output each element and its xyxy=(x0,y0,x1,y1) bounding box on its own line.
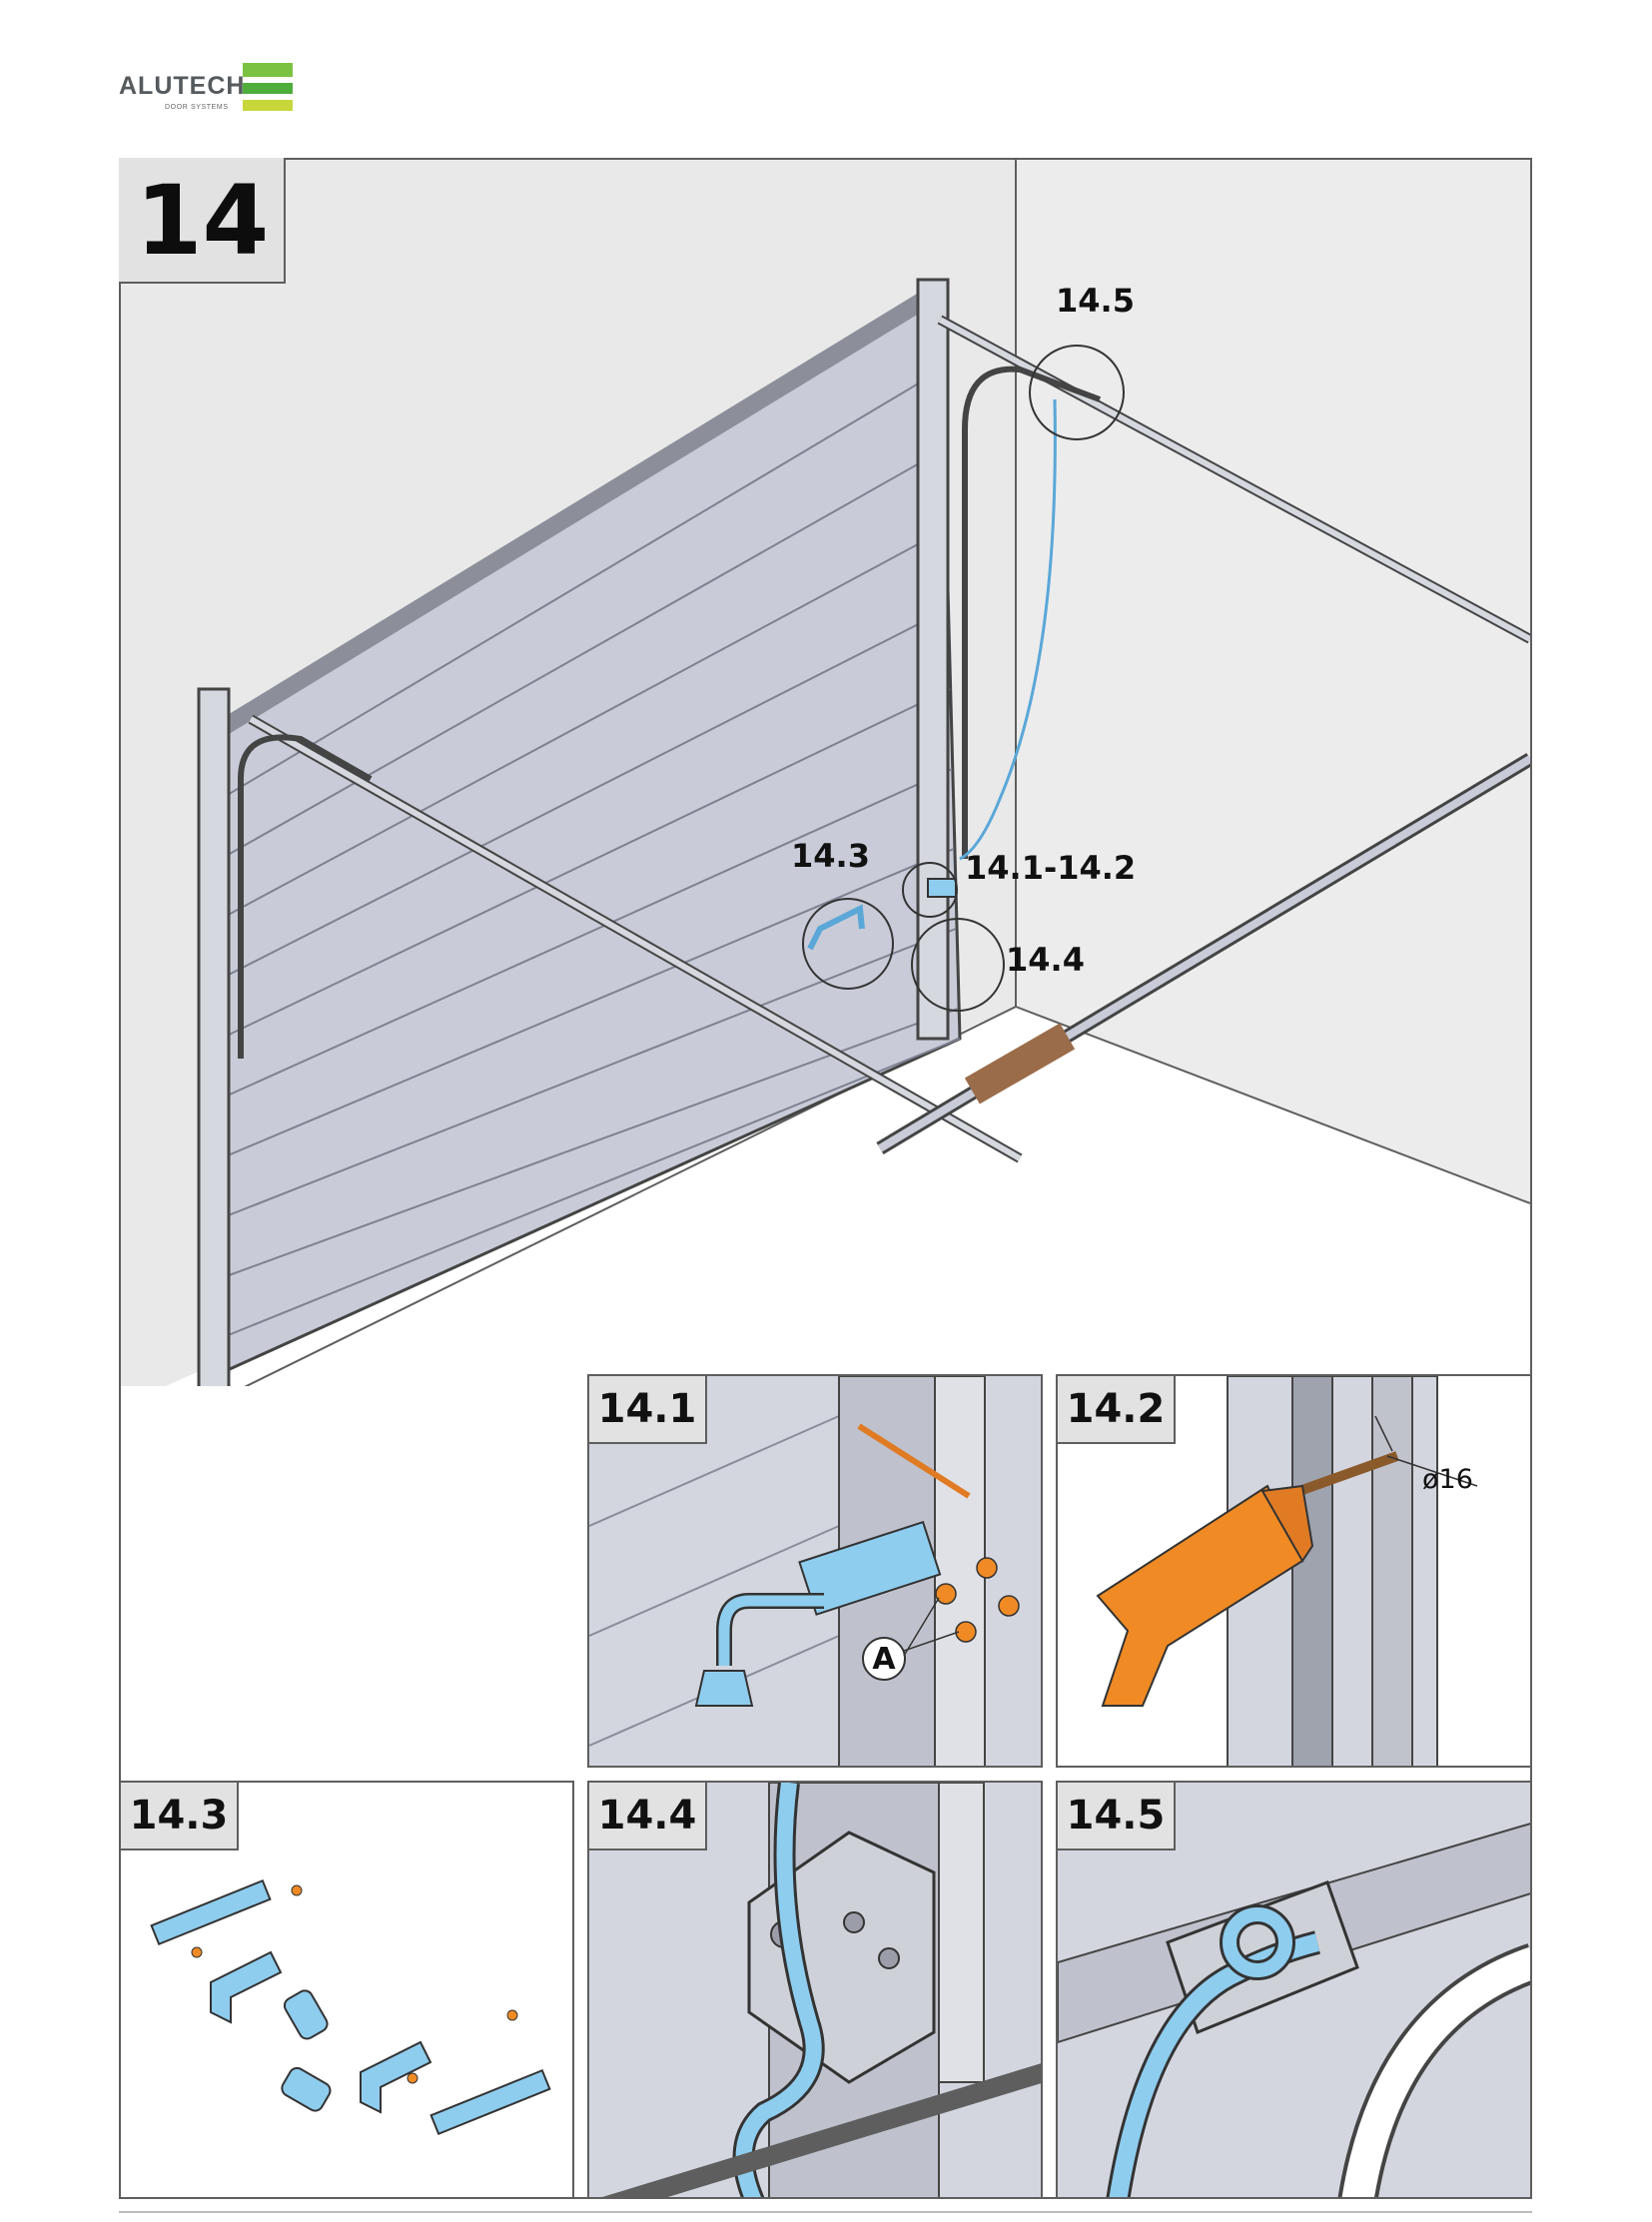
panel-label-14-3: 14.3 xyxy=(121,1783,239,1851)
detail-panel-14-3: 14.3 xyxy=(119,1781,574,2199)
drill-diameter-label: ø16 xyxy=(1422,1464,1473,1495)
step-number-box xyxy=(119,158,286,284)
brand-logo-text: ALUTECH xyxy=(119,72,246,100)
detail-panel-14-5: 14.5 xyxy=(1056,1781,1532,2199)
callout-14-1-14-2: 14.1-14.2 xyxy=(965,849,1137,887)
detail-panel-14-1: 14.1 A xyxy=(587,1374,1043,1768)
callout-14-5: 14.5 xyxy=(1056,282,1135,320)
footer-rule xyxy=(119,2211,1532,2213)
panel-label-14-4: 14.4 xyxy=(589,1783,707,1851)
brand-logo-icon xyxy=(243,63,293,111)
garage-door-illustration xyxy=(121,160,1530,1386)
callout-14-4: 14.4 xyxy=(1006,941,1085,979)
panel-label-14-1: 14.1 xyxy=(589,1376,707,1444)
callout-14-3: 14.3 xyxy=(791,837,870,875)
screw-marker-a: A xyxy=(872,1641,896,1677)
handle-assembly-illustration xyxy=(121,1783,572,2197)
detail-panel-14-2: 14.2 ø16 xyxy=(1056,1374,1532,1768)
step-number: 14 xyxy=(135,165,270,277)
panel-label-14-2: 14.2 xyxy=(1058,1376,1176,1444)
panel-label-14-5: 14.5 xyxy=(1058,1783,1176,1851)
drill-hole-illustration xyxy=(1058,1376,1530,1766)
brand-tagline: DOOR SYSTEMS xyxy=(165,104,229,111)
cable-bracket-illustration xyxy=(589,1783,1041,2197)
detail-panel-14-4: 14.4 xyxy=(587,1781,1043,2199)
cable-top-fixing-illustration xyxy=(1058,1783,1530,2197)
